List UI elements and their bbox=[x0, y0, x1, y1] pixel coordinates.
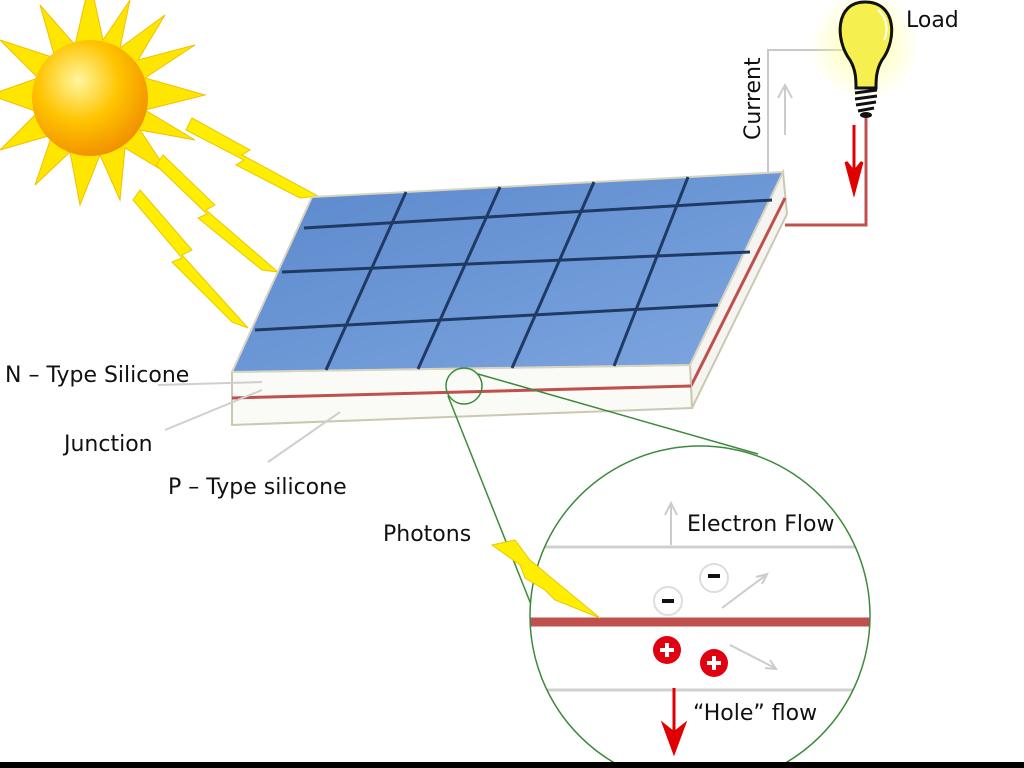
electron-icon bbox=[653, 586, 683, 616]
current-arrow-icon bbox=[777, 82, 793, 135]
load-label: Load bbox=[906, 8, 959, 33]
hole-icon bbox=[653, 636, 681, 664]
junction-line bbox=[231, 384, 692, 400]
down-arrow-icon bbox=[844, 125, 864, 198]
pointer-arrows bbox=[157, 381, 341, 463]
current-label: Current bbox=[741, 57, 766, 140]
solar-panel bbox=[230, 168, 789, 427]
electron-flow-label: Electron Flow bbox=[687, 512, 834, 537]
panel-grid bbox=[254, 176, 773, 371]
photons-label: Photons bbox=[383, 522, 471, 547]
light-bulb-icon bbox=[810, 0, 920, 118]
sunlight-bolts bbox=[132, 117, 320, 329]
bolt-icon bbox=[132, 189, 249, 329]
bolt-icon bbox=[185, 117, 320, 199]
return-wire bbox=[785, 115, 868, 227]
junction-label: Junction bbox=[62, 432, 153, 457]
bottom-bar bbox=[0, 762, 1024, 768]
electron-flow-arrow-icon bbox=[664, 500, 678, 545]
zoom-circle bbox=[529, 445, 871, 768]
photon-bolt-icon bbox=[490, 539, 601, 619]
bolt-icon bbox=[155, 154, 280, 273]
magnifier bbox=[445, 367, 759, 613]
hole-flow-arrow-icon bbox=[660, 688, 688, 757]
n-type-label: N – Type Silicone bbox=[5, 363, 189, 388]
hole-flow-label: “Hole” flow bbox=[693, 701, 817, 726]
p-type-label: P – Type silicone bbox=[168, 475, 347, 500]
sun-icon bbox=[0, 0, 207, 207]
electron-icon bbox=[699, 563, 729, 593]
hole-icon bbox=[700, 649, 728, 677]
